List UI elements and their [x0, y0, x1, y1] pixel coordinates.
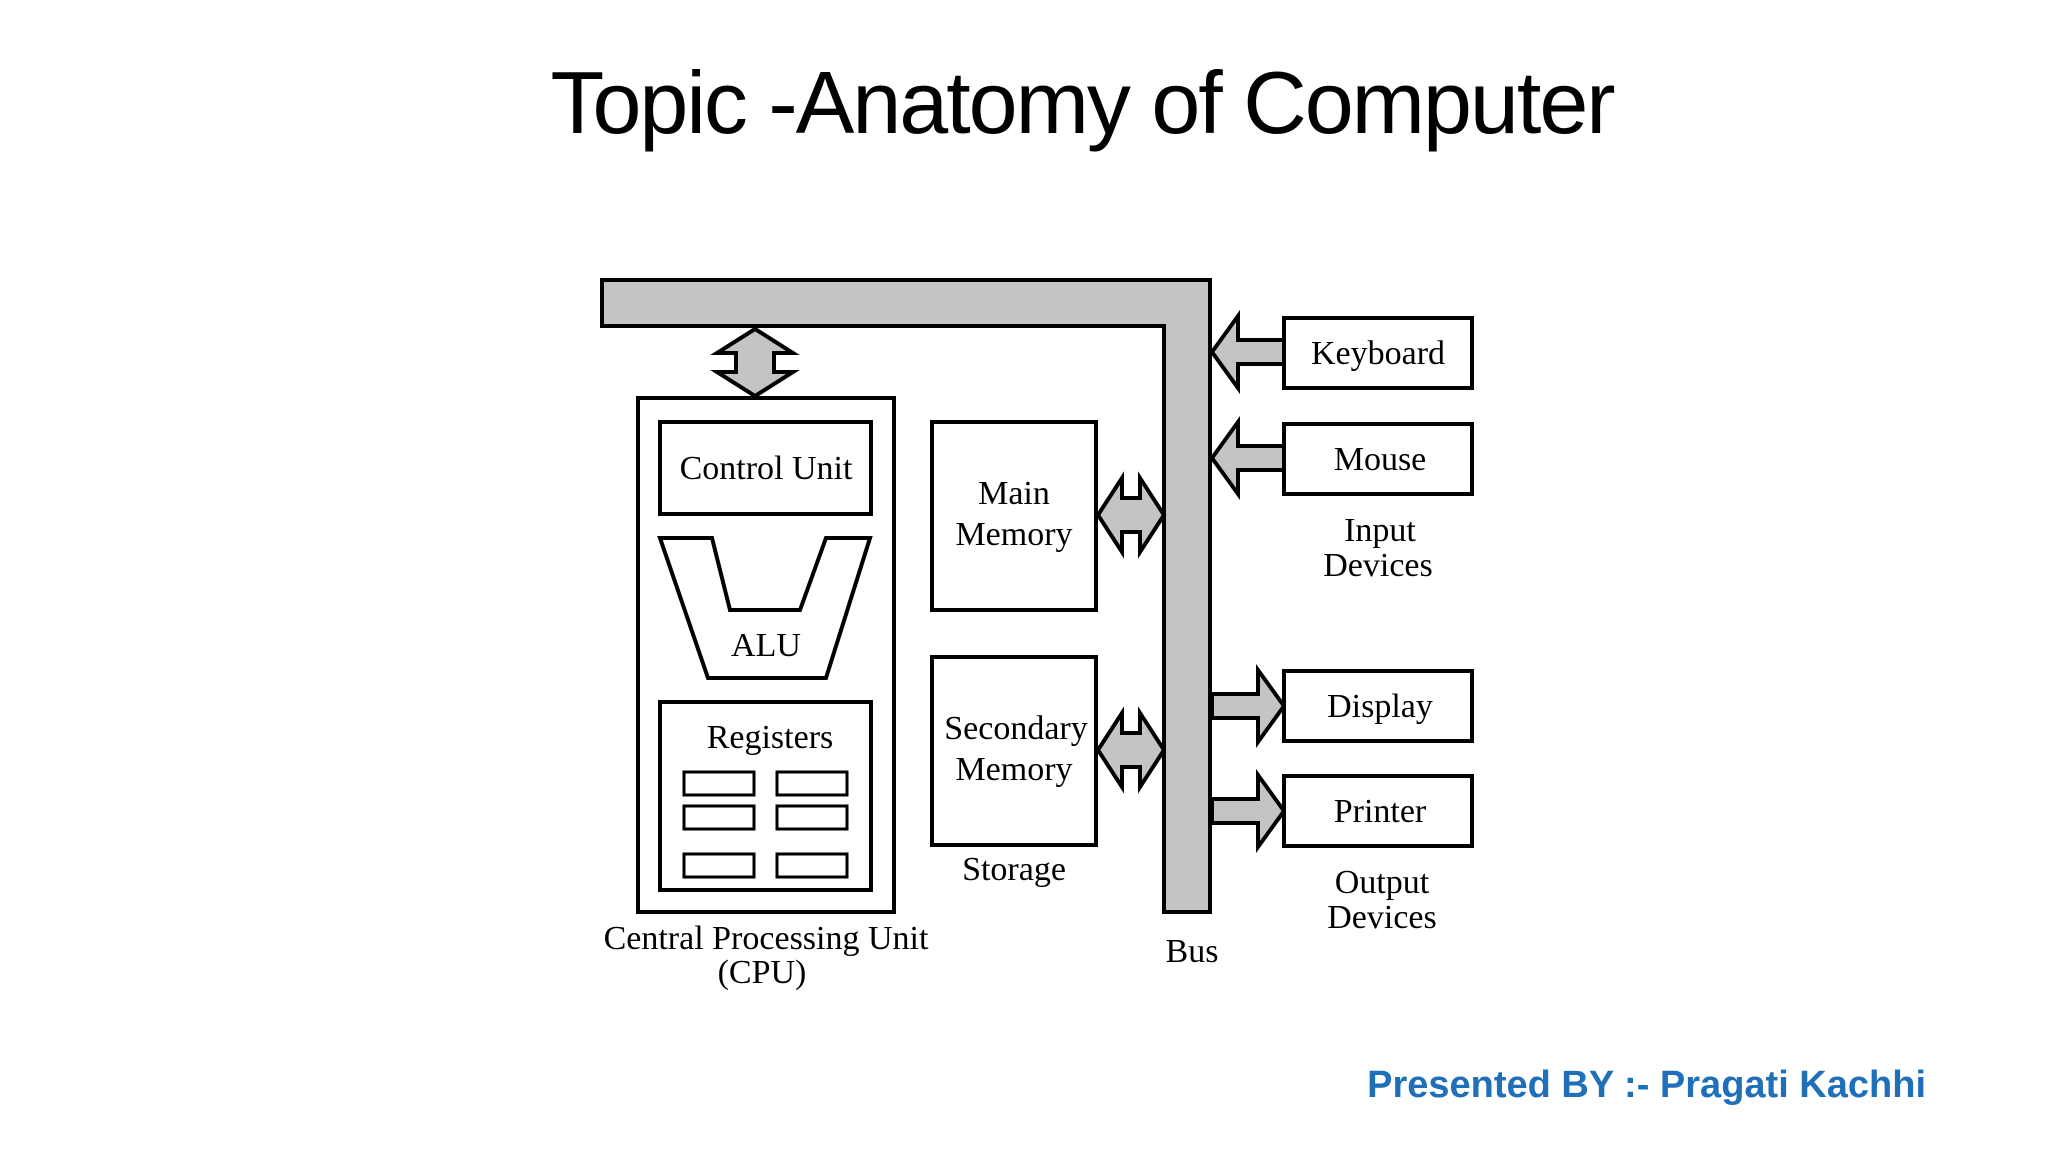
mouse-to-bus-arrow: [1209, 415, 1286, 501]
printer-label: Printer: [1334, 793, 1427, 830]
display-label: Display: [1327, 688, 1433, 725]
output-devices-caption-line1: Output: [1335, 864, 1430, 901]
input-devices-caption-line2: Devices: [1323, 547, 1433, 584]
printer-box: [1282, 774, 1474, 848]
register-cell: [682, 804, 756, 831]
secondary-memory-label-line2: Memory: [955, 751, 1072, 788]
main-memory-bus-arrow: [1095, 471, 1167, 559]
registers-label: Registers: [707, 719, 834, 756]
storage-caption: Storage: [962, 851, 1066, 888]
keyboard-box: [1282, 316, 1474, 390]
mouse-label: Mouse: [1334, 441, 1427, 478]
cpu-caption-line1: Central Processing Unit: [604, 920, 929, 957]
control-unit-box: [658, 420, 873, 516]
cpu-caption-line2: (CPU): [718, 954, 807, 991]
register-cell: [775, 852, 849, 879]
output-devices-caption-line2: Devices: [1327, 899, 1437, 936]
secondary-memory-bus-arrow: [1095, 706, 1167, 794]
alu-shape: [657, 536, 873, 680]
keyboard-label: Keyboard: [1311, 335, 1445, 372]
presenter-credit: Presented BY :- Pragati Kachhi: [1367, 1064, 1926, 1106]
cpu-bus-arrow: [710, 326, 800, 399]
register-cell: [682, 770, 756, 797]
mouse-box: [1282, 422, 1474, 496]
bus-to-printer-arrow: [1210, 768, 1287, 854]
main-memory-label-line1: Main: [978, 475, 1050, 512]
bus-to-display-arrow: [1210, 663, 1287, 749]
control-unit-label: Control Unit: [680, 450, 853, 487]
main-memory-box: [930, 420, 1098, 612]
alu-label: ALU: [731, 627, 801, 664]
slide-title: Topic -Anatomy of Computer: [550, 53, 1615, 152]
register-cell: [775, 770, 849, 797]
register-cell: [682, 852, 756, 879]
bus-caption: Bus: [1166, 933, 1219, 970]
secondary-memory-box: [930, 655, 1098, 847]
main-memory-label-line2: Memory: [955, 516, 1072, 553]
system-bus: [600, 278, 1212, 914]
keyboard-to-bus-arrow: [1209, 309, 1286, 395]
display-box: [1282, 669, 1474, 743]
secondary-memory-label-line1: Secondary: [944, 710, 1088, 747]
register-cell: [775, 804, 849, 831]
input-devices-caption-line1: Input: [1344, 512, 1416, 549]
